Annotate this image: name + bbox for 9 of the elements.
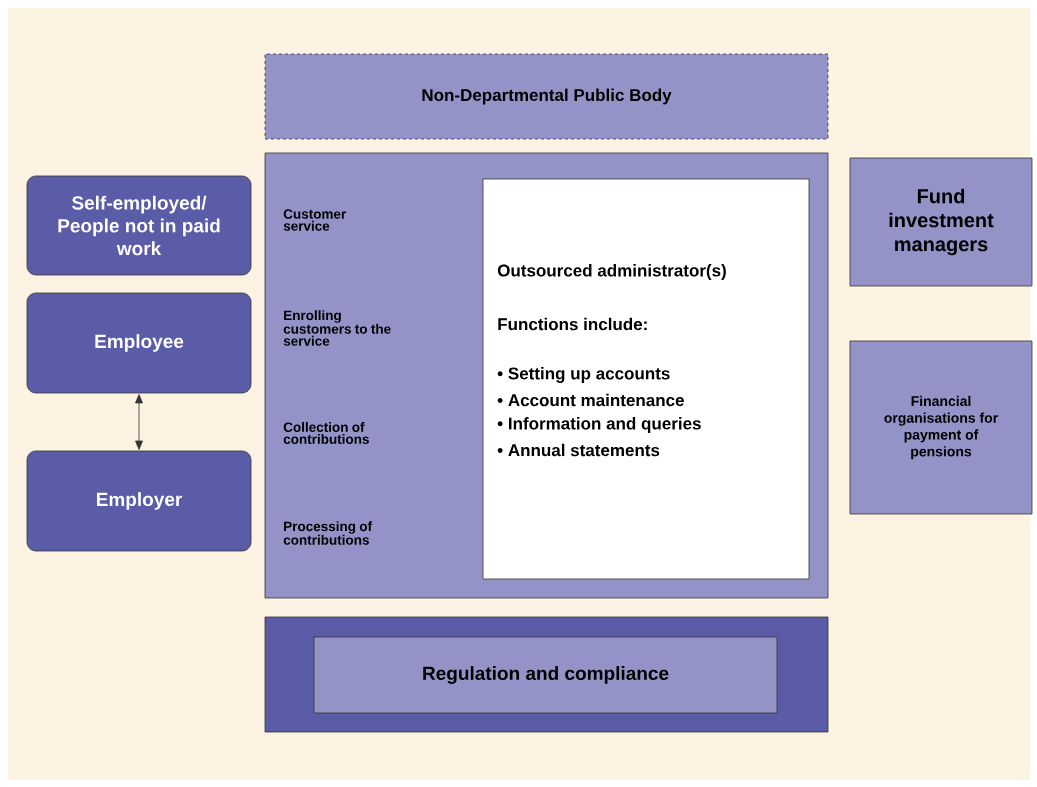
- administrator-box: Outsourced administrator(s) Functions include: • Setting up accounts • Account maintenance • Information and queries • Annual statements: [482, 178, 810, 580]
- process-box: Regulation and compliance: [313, 636, 778, 714]
- process-box: Self-employed/ People not in paid work: [26, 175, 252, 276]
- process-box: Financial organisations for payment of pensions: [849, 340, 1033, 515]
- process-box: Employer: [26, 450, 252, 552]
- process-box: Employee: [26, 292, 252, 394]
- process-box: Non-Departmental Public Body: [264, 53, 829, 140]
- arrow: [135, 394, 143, 450]
- process-box: Fund investment managers: [849, 157, 1033, 287]
